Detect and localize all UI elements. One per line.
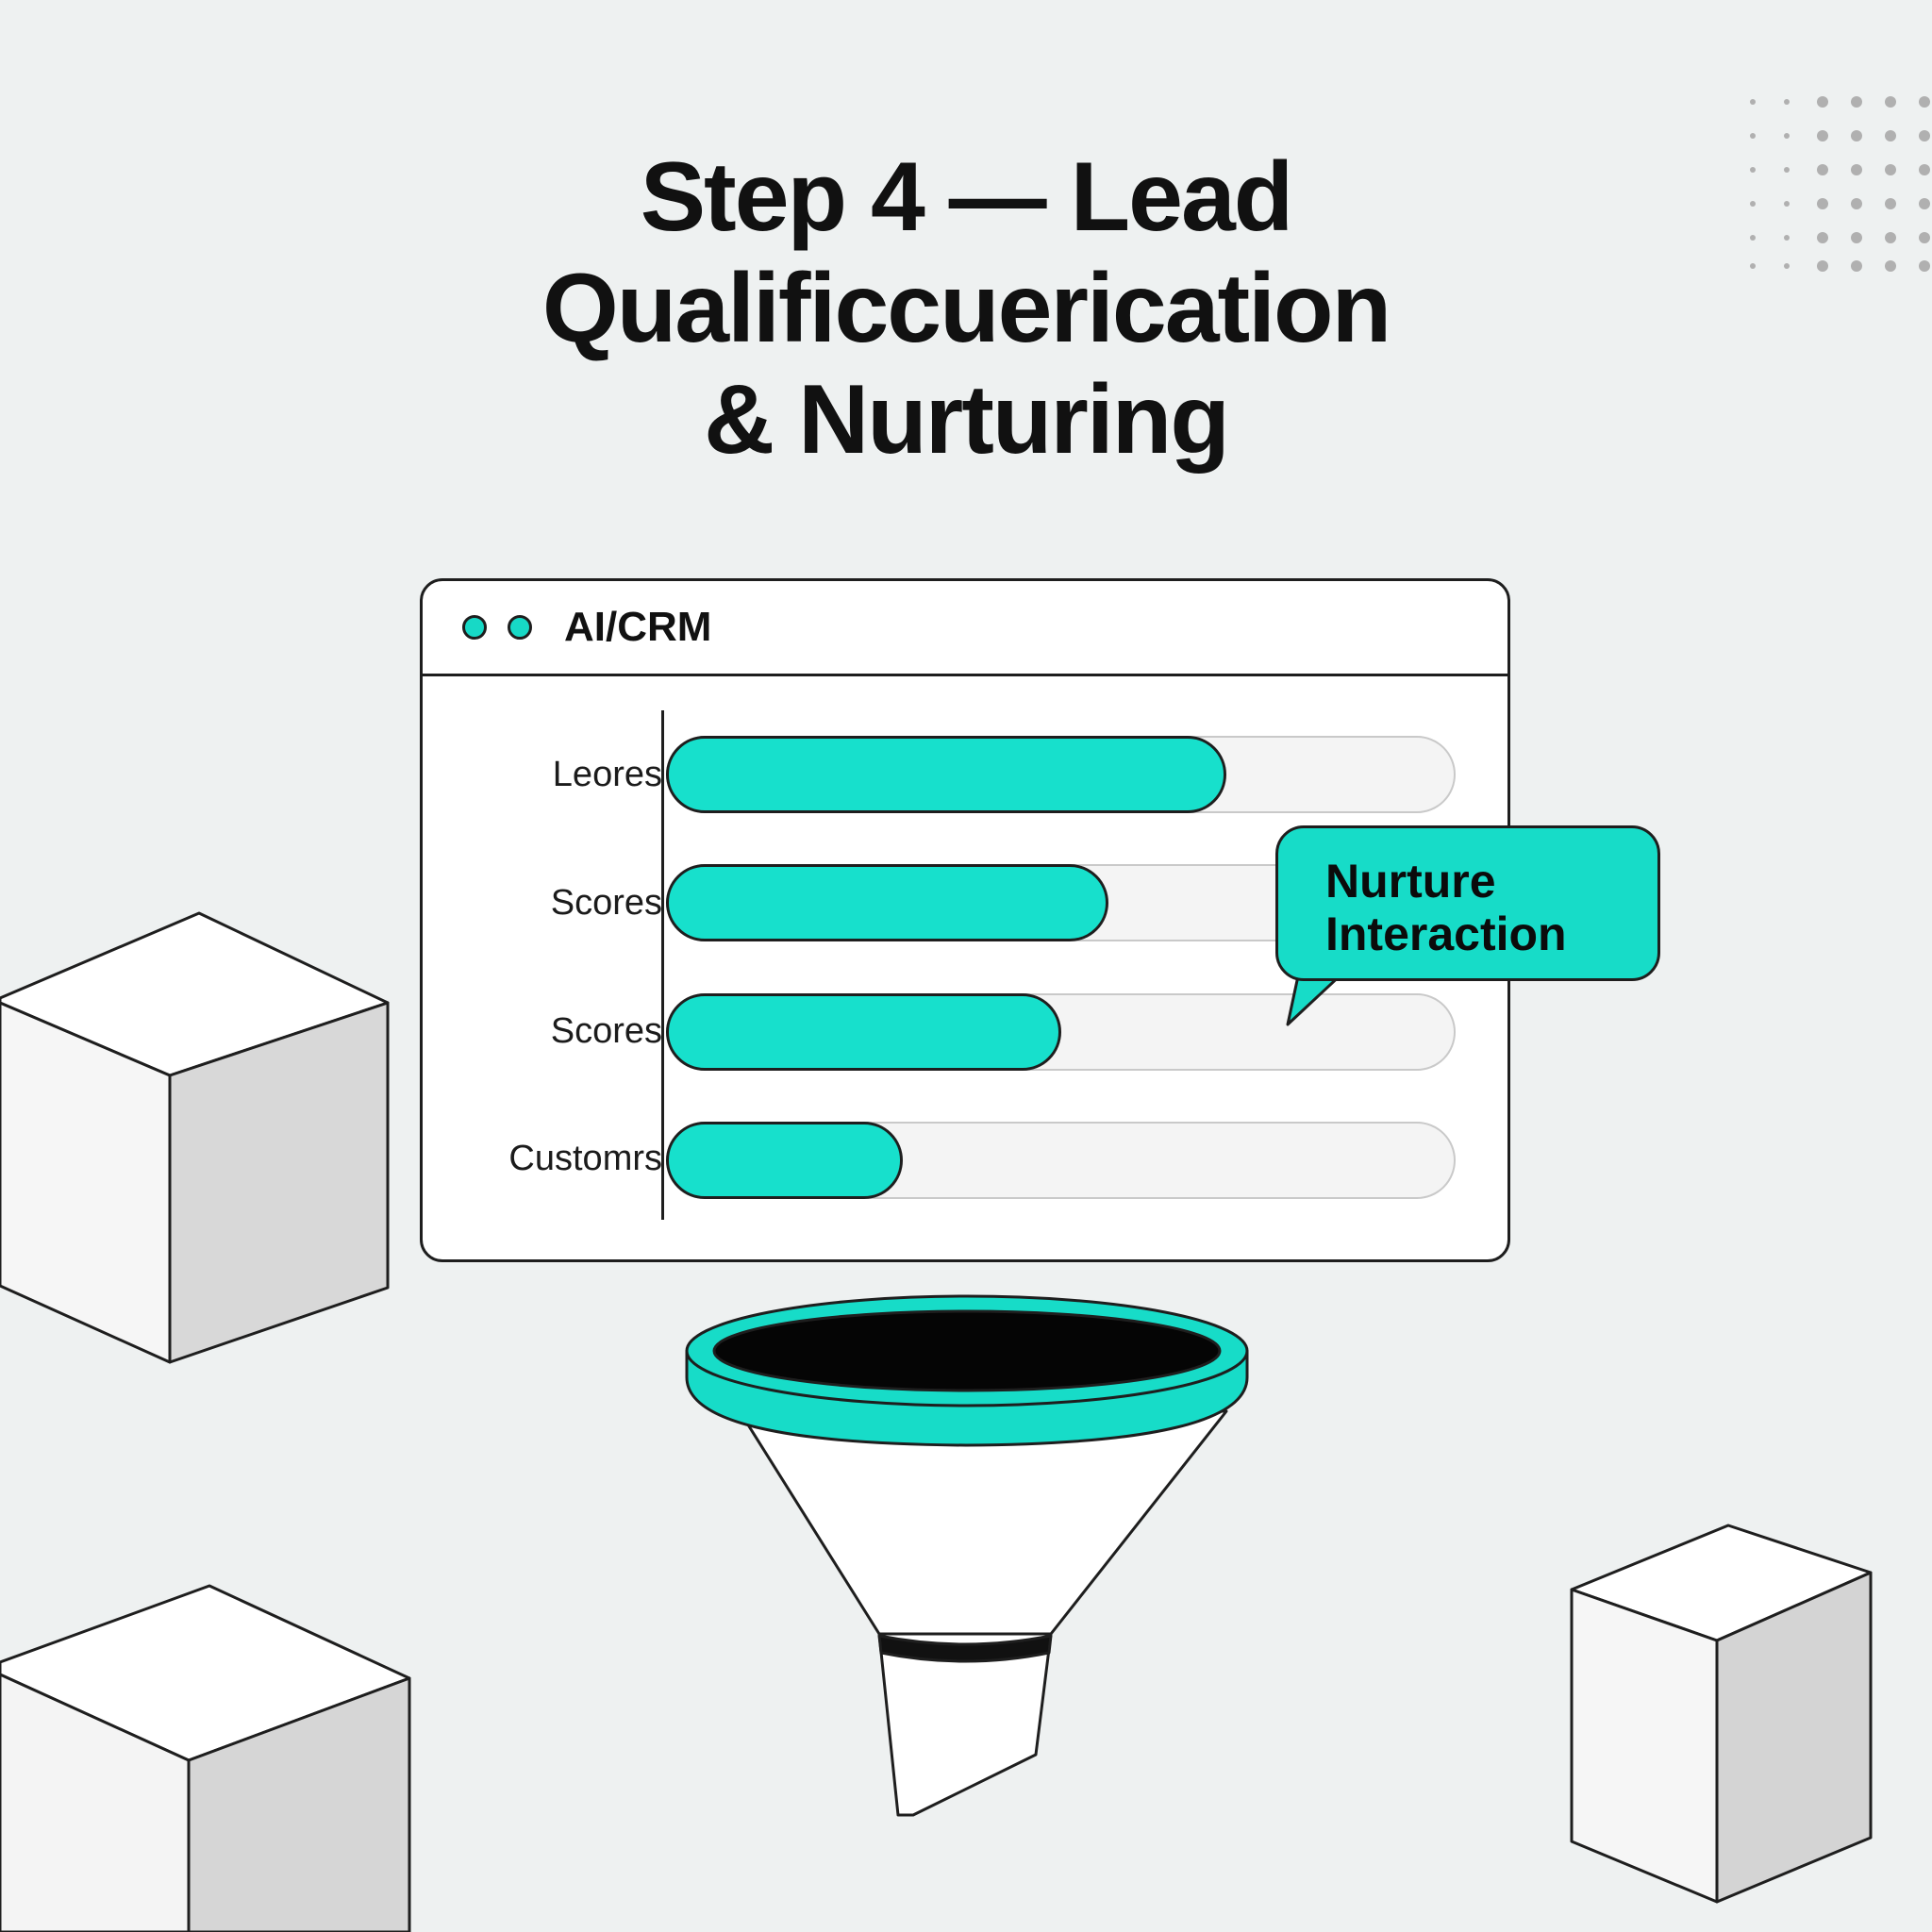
cube-icon bbox=[1570, 1524, 1873, 1904]
progress-fill bbox=[666, 864, 1108, 941]
cube-icon bbox=[0, 1584, 411, 1932]
title-line-2: Qualificcuerication bbox=[541, 254, 1391, 363]
row-label: Scores bbox=[550, 883, 662, 923]
title-line-3: & Nurturing bbox=[704, 365, 1230, 475]
title-line-1: Step 4 — Lead bbox=[640, 142, 1294, 252]
progress-fill bbox=[666, 1122, 903, 1199]
funnel-icon bbox=[685, 1294, 1249, 1817]
row-label: Leores bbox=[552, 755, 662, 794]
row-label: Customrs bbox=[508, 1139, 662, 1178]
progress-track bbox=[666, 736, 1456, 813]
chart-axis-line bbox=[661, 710, 664, 1220]
bubble-line-2: Interaction bbox=[1325, 908, 1567, 960]
window-title-bar: AI/CRM bbox=[423, 581, 1507, 676]
nurture-speech-bubble: Nurture Interaction bbox=[1275, 825, 1660, 981]
progress-fill bbox=[666, 993, 1061, 1071]
row-label: Scores bbox=[550, 1011, 662, 1051]
window-dot-icon bbox=[462, 615, 487, 640]
crm-window: AI/CRM Leores Scores Scores Customrs bbox=[420, 578, 1510, 1262]
progress-fill bbox=[666, 736, 1226, 813]
bubble-line-1: Nurture bbox=[1325, 855, 1496, 908]
progress-track bbox=[666, 993, 1456, 1071]
dot-grid-pattern bbox=[1750, 96, 1930, 272]
window-title: AI/CRM bbox=[564, 604, 712, 650]
cube-icon bbox=[0, 911, 390, 1364]
page-title: Step 4 — Lead Qualificcuerication & Nurt… bbox=[0, 142, 1932, 475]
window-dot-icon bbox=[508, 615, 532, 640]
progress-track bbox=[666, 1122, 1456, 1199]
